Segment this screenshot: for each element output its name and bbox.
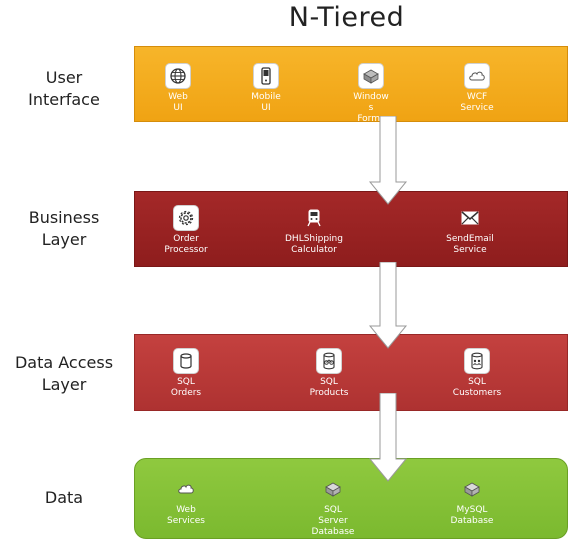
cloud-icon [464, 63, 490, 89]
dhl-shipping-calculator-node: DHLShipping Calculator [269, 205, 359, 256]
wcf-service-node: WCF Service [432, 63, 522, 114]
sql-server-database-node: SQL Server Database [288, 476, 378, 538]
order-processor-node: Order Processor [141, 205, 231, 256]
arrow-down-icon [368, 262, 408, 349]
windows-forms-node: Window s Forms [326, 63, 416, 125]
sql-customers-node: SQL Customers [432, 348, 522, 399]
sql-products-node: SQL Products [284, 348, 374, 399]
mobile-ui-node: Mobile UI [221, 63, 311, 114]
send-email-service-node: SendEmail Service [425, 205, 515, 256]
web-ui-node: Web UI [133, 63, 223, 114]
database-icon [173, 348, 199, 374]
sql-orders-node: SQL Orders [141, 348, 231, 399]
layer-label-business-layer: Business Layer [28, 208, 100, 249]
train-icon [301, 205, 327, 231]
layer-label-user-interface: User Interface [28, 68, 100, 109]
server-icon [320, 476, 346, 502]
mobile-phone-icon [253, 63, 279, 89]
cloud-icon [173, 476, 199, 502]
database-people-icon [464, 348, 490, 374]
diagram-title: N-Tiered [288, 2, 405, 33]
business-layer: Order Processor DHLShipping Calculator S… [134, 191, 568, 267]
layer-label-data-access-layer: Data Access Layer [14, 353, 114, 394]
envelope-icon [457, 205, 483, 231]
server-icon [358, 63, 384, 89]
server-icon [459, 476, 485, 502]
user-interface-layer: Web UI Mobile UI Window s Forms WCF Serv… [133, 46, 568, 125]
gear-icon [173, 205, 199, 231]
arrow-down-icon [368, 393, 408, 482]
database-bike-icon [316, 348, 342, 374]
mysql-database-node: MySQL Database [427, 476, 517, 527]
web-services-node: Web Services [141, 476, 231, 527]
layer-label-data: Data [44, 488, 84, 507]
data-access-layer: SQL Orders SQL Products SQL Customers [134, 334, 568, 411]
arrow-down-icon [368, 116, 408, 205]
globe-icon [165, 63, 191, 89]
data-layer: Web Services SQL Server Database MySQL D… [134, 458, 568, 539]
